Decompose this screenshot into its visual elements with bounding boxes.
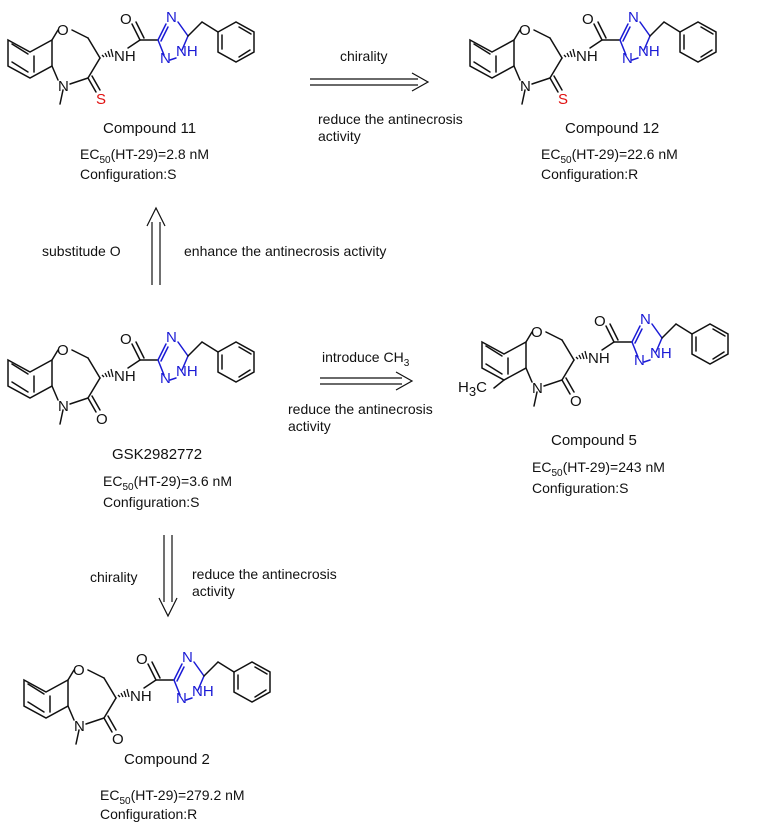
svg-text:O: O <box>57 342 69 359</box>
svg-text:N: N <box>628 9 639 26</box>
svg-text:N: N <box>160 370 171 387</box>
atom-o: O <box>57 22 69 39</box>
svg-text:S: S <box>558 91 568 108</box>
arrow-label-below: reduce the antinecrosis activity <box>288 401 433 434</box>
configuration-label: Configuration:S <box>103 494 200 510</box>
arrow-chirality-11-12 <box>310 72 430 92</box>
atom-n-triazole: N <box>160 50 171 67</box>
arrow-label-above: introduce CH3 <box>322 349 410 369</box>
svg-text:NH: NH <box>638 43 660 60</box>
svg-text:O: O <box>582 11 594 28</box>
svg-text:O: O <box>73 662 85 679</box>
svg-text:NH: NH <box>588 350 610 367</box>
svg-text:NH: NH <box>130 688 152 705</box>
svg-text:NH: NH <box>650 345 672 362</box>
svg-text:N: N <box>622 50 633 67</box>
svg-text:N: N <box>58 398 69 415</box>
svg-text:N: N <box>520 78 531 95</box>
atom-s: S <box>96 91 106 108</box>
compound-name: Compound 5 <box>551 432 637 449</box>
compound-name: Compound 12 <box>565 120 660 137</box>
svg-text:O: O <box>594 313 606 330</box>
arrow-label-right: enhance the antinecrosis activity <box>184 243 387 259</box>
arrow-label-right: reduce the antinecrosis activity <box>192 566 337 599</box>
configuration-label: Configuration:R <box>100 806 198 822</box>
methyl-group-label: H3C <box>458 379 487 399</box>
molecule-compound-11: O N NH O N N NH S <box>7 9 255 108</box>
compound-name: GSK2982772 <box>112 446 203 463</box>
atom-nh: NH <box>114 48 136 65</box>
ec50-value: EC50(HT-29)=243 nM <box>532 459 665 479</box>
svg-text:N: N <box>532 380 543 397</box>
svg-text:O: O <box>112 731 124 748</box>
svg-text:O: O <box>136 651 148 668</box>
svg-text:NH: NH <box>192 683 214 700</box>
atom-o-amide: O <box>120 11 132 28</box>
compound-name: Compound 11 <box>103 120 197 137</box>
svg-text:O: O <box>531 324 543 341</box>
configuration-label: Configuration:R <box>541 166 639 182</box>
molecule-compound-2: O N NH O N N NH O <box>23 649 271 748</box>
ec50-value: EC50(HT-29)=22.6 nM <box>541 146 678 166</box>
svg-text:N: N <box>634 352 645 369</box>
arrow-chirality-gsk-2 <box>158 535 178 618</box>
svg-text:NH: NH <box>176 363 198 380</box>
arrow-label-below: reduce the antinecrosis activity <box>318 111 463 144</box>
compound-name: Compound 2 <box>124 751 210 768</box>
molecule-compound-5: O N NH O N N NH O H3C <box>458 311 729 410</box>
ec50-value: EC50(HT-29)=279.2 nM <box>100 787 245 807</box>
arrow-introduce-ch3 <box>320 371 414 391</box>
arrow-substitute-o <box>146 206 166 285</box>
svg-text:O: O <box>96 411 108 428</box>
svg-text:O: O <box>519 22 531 39</box>
ec50-value: EC50(HT-29)=2.8 nM <box>80 146 210 166</box>
svg-text:NH: NH <box>114 368 136 385</box>
configuration-label: Configuration:S <box>80 166 177 182</box>
svg-text:O: O <box>120 331 132 348</box>
arrow-label-above: chirality <box>340 48 388 64</box>
svg-text:O: O <box>570 393 582 410</box>
svg-text:N: N <box>74 718 85 735</box>
ec50-value: EC50(HT-29)=3.6 nM <box>103 473 233 493</box>
molecule-gsk2982772: O N NH O N N NH O <box>7 329 255 428</box>
atom-n-triazole: N <box>166 9 177 26</box>
svg-text:N: N <box>182 649 193 666</box>
atom-n: N <box>58 78 69 95</box>
configuration-label: Configuration:S <box>532 480 629 496</box>
atom-nh-triazole: NH <box>176 43 198 60</box>
arrow-label-left: chirality <box>90 569 138 585</box>
svg-text:N: N <box>640 311 651 328</box>
svg-text:N: N <box>176 690 187 707</box>
svg-text:N: N <box>166 329 177 346</box>
svg-text:NH: NH <box>576 48 598 65</box>
arrow-label-left: substitude O <box>42 243 121 259</box>
molecule-compound-12: O N NH O N N NH S <box>469 9 717 108</box>
